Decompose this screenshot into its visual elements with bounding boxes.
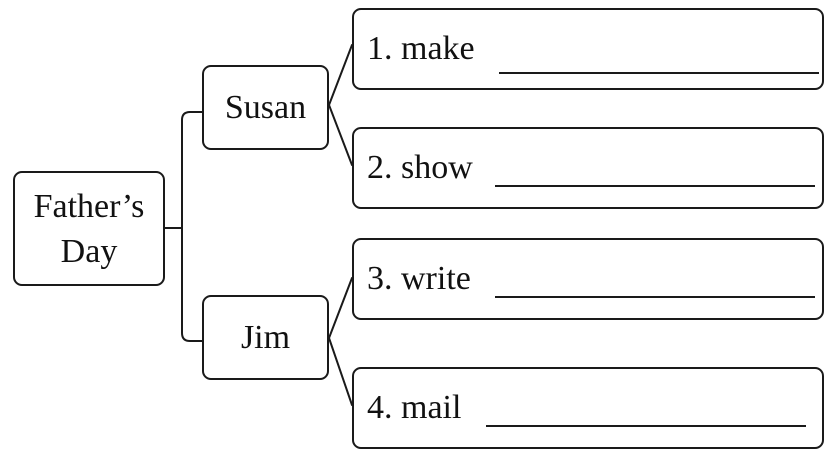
leaf-label: 4. mail xyxy=(367,389,462,426)
root-node-fathers-day: Father’s Day xyxy=(13,171,165,286)
root-label-line2: Day xyxy=(60,232,118,270)
branch-node-susan: Susan xyxy=(202,65,329,150)
branch-label: Jim xyxy=(240,318,291,356)
connector-trunk xyxy=(181,111,203,342)
leaf-node-show: 2. show xyxy=(352,127,824,209)
leaf-node-write: 3. write xyxy=(352,238,824,320)
connector-jim-4 xyxy=(328,337,353,406)
leaf-label: 3. write xyxy=(367,260,471,297)
leaf-label: 1. make xyxy=(367,30,475,67)
connector-susan-1 xyxy=(328,44,353,106)
answer-blank-2[interactable] xyxy=(495,185,815,187)
leaf-node-mail: 4. mail xyxy=(352,367,824,449)
branch-node-jim: Jim xyxy=(202,295,329,380)
connector-jim-3 xyxy=(328,277,353,339)
answer-blank-4[interactable] xyxy=(486,425,806,427)
branch-label: Susan xyxy=(224,88,307,126)
answer-blank-3[interactable] xyxy=(495,296,815,298)
leaf-label: 2. show xyxy=(367,149,473,186)
root-label-line1: Father’s xyxy=(33,187,145,225)
connector-susan-2 xyxy=(328,104,353,166)
leaf-node-make: 1. make xyxy=(352,8,824,90)
answer-blank-1[interactable] xyxy=(499,72,819,74)
